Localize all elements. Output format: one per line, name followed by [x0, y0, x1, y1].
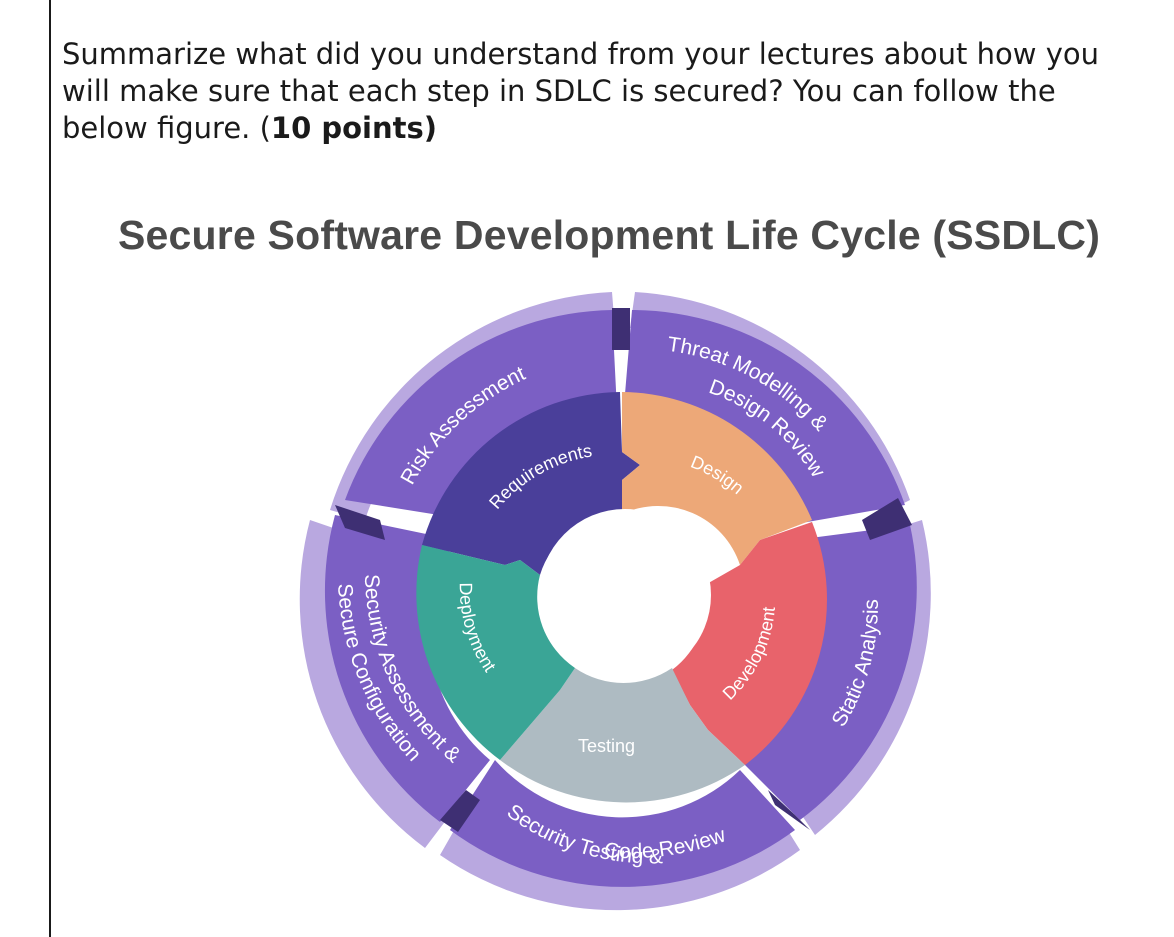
figure-title: Secure Software Development Life Cycle (… [118, 212, 1101, 258]
points-label: 10 points) [270, 111, 438, 145]
center-hole [539, 509, 711, 681]
ring-separators [335, 308, 912, 832]
inner-ring [416, 392, 827, 803]
segment-testing [500, 668, 745, 803]
question-text: Summarize what did you understand from y… [62, 36, 1174, 147]
question-body: Summarize what did you understand from y… [62, 37, 1099, 145]
segment-requirements [422, 392, 640, 575]
left-border-line [49, 0, 51, 937]
segment-design [622, 392, 812, 565]
label-testing: Testing [578, 736, 635, 756]
outer-band [324, 310, 917, 887]
segment-development [672, 522, 827, 765]
segment-deployment [416, 545, 575, 760]
